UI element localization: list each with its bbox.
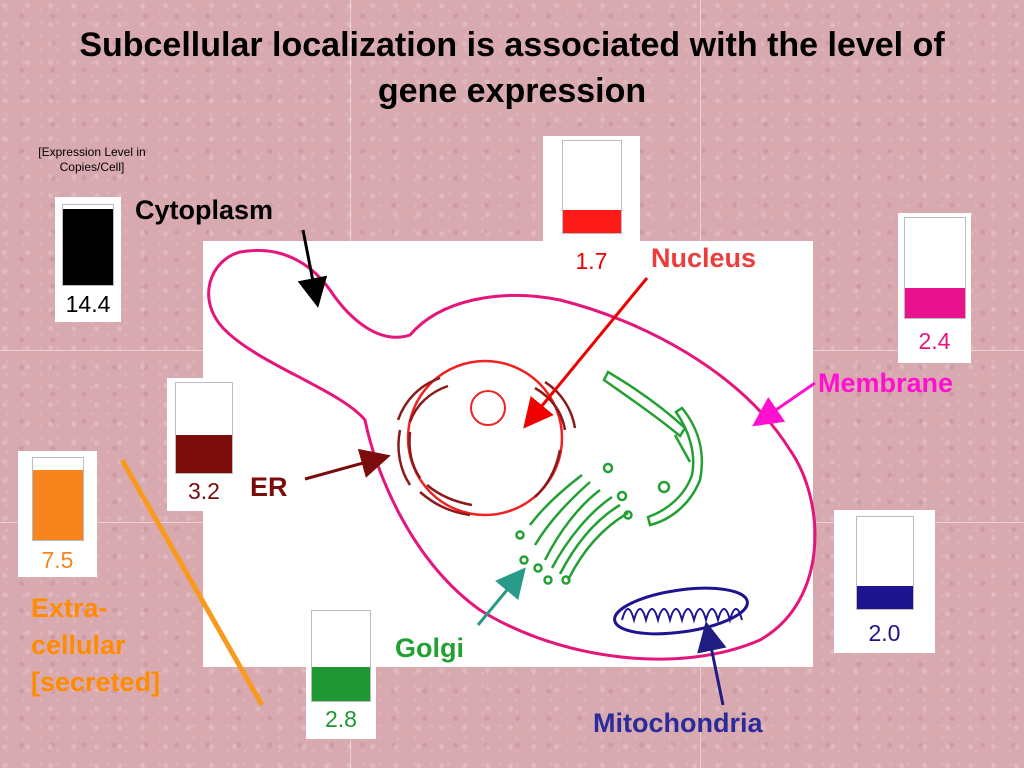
er-meter-fill	[176, 435, 232, 473]
membrane-expression-value: 2.4	[918, 328, 951, 354]
golgi-meter-fill	[312, 666, 370, 701]
membrane-label: Membrane	[818, 368, 954, 398]
mitochondria-label: Mitochondria	[593, 708, 763, 738]
mitochondrion-icon	[613, 586, 749, 636]
golgi-expression-value: 2.8	[325, 706, 357, 732]
golgi-icon	[515, 370, 704, 585]
cytoplasm-arrow-icon	[297, 229, 328, 308]
golgi-label: Golgi	[395, 633, 464, 663]
cytoplasm-meter-fill	[63, 209, 113, 285]
mitochondria-expression-value: 2.0	[868, 620, 901, 646]
extracellular-meter-fill	[32, 470, 83, 540]
nucleus-label: Nucleus	[651, 243, 757, 273]
extracellular-line-icon	[119, 458, 265, 707]
slide-title: Subcellular localization is associated w…	[79, 26, 945, 110]
er-arrow-icon	[304, 448, 391, 481]
mitochondria-expression-meter: 2.0	[834, 510, 935, 653]
nucleus-meter-fill	[562, 210, 621, 233]
extracellular-expression-value: 7.5	[41, 547, 74, 573]
nucleolus-icon	[470, 390, 506, 426]
nucleus-expression-meter: 1.7	[543, 136, 640, 281]
cytoplasm-label: Cytoplasm	[135, 195, 274, 225]
membrane-expression-meter: 2.4	[898, 213, 971, 363]
cell-outline-icon	[207, 248, 817, 661]
er-expression-meter: 3.2	[167, 378, 241, 511]
membrane-meter-fill	[904, 288, 965, 318]
membrane-arrow-icon	[752, 381, 816, 427]
er-icon	[396, 376, 577, 517]
cytoplasm-expression-meter: 14.4	[55, 197, 121, 322]
mitochondria-arrow-icon	[697, 621, 727, 706]
extracellular-label: Extra-cellular [secreted]	[31, 593, 161, 697]
nucleus-arrow-icon	[523, 277, 649, 429]
golgi-expression-meter: 2.8	[306, 606, 376, 739]
legend-note: [Expression Level in Copies/Cell]	[38, 145, 146, 174]
mitochondria-meter-fill	[856, 586, 913, 609]
nucleus-expression-value: 1.7	[575, 248, 608, 274]
golgi-arrow-icon	[476, 567, 526, 626]
extracellular-expression-meter: 7.5	[18, 451, 97, 577]
cytoplasm-expression-value: 14.4	[65, 291, 111, 317]
er-label: ER	[250, 472, 288, 502]
er-expression-value: 3.2	[188, 478, 220, 504]
